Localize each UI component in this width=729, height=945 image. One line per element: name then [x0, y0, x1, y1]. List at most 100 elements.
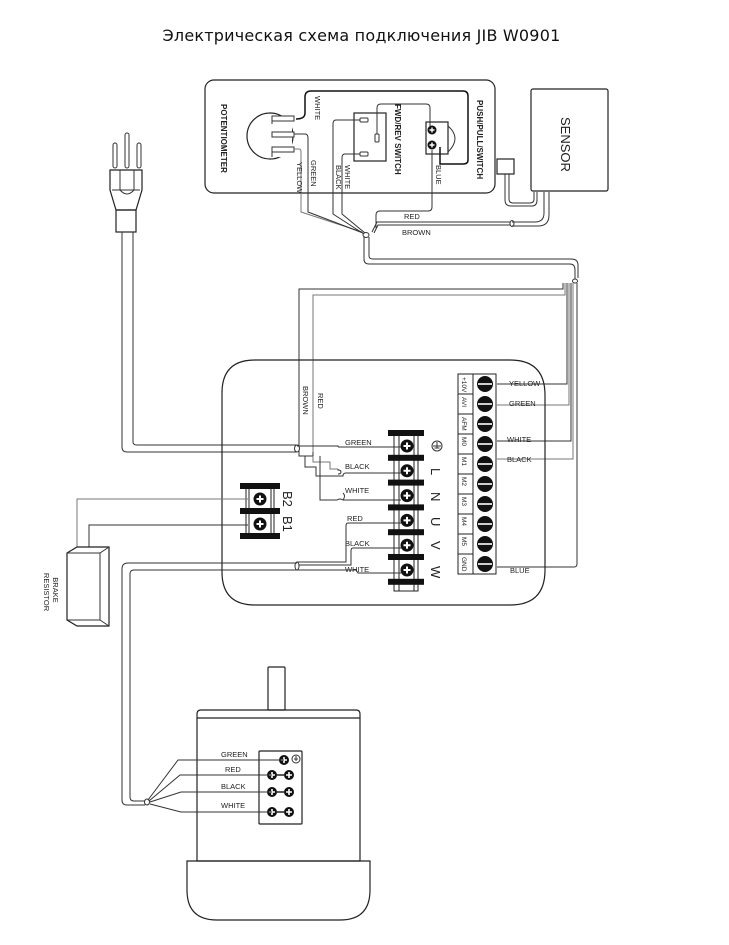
control-terminal-screw-icon [477, 456, 493, 472]
control-terminal-m2: M2 [458, 473, 493, 492]
wire-label-white-pot: WHITE [313, 96, 322, 120]
main-terminal-w-screw-icon [400, 563, 414, 577]
control-terminal-screw-icon [477, 476, 493, 492]
control-wire-label-white: WHITE [507, 435, 531, 444]
control-terminal-label: AVI [460, 397, 467, 407]
terminal-separator-bar [388, 554, 424, 560]
potentiometer: POTENTIOMETER [219, 104, 295, 173]
terminal-symbol-w: W [428, 566, 443, 579]
terminal-separator-bar [388, 578, 424, 585]
terminal-separator-bar [388, 454, 424, 461]
brake-resistor-label-1: BRAKE [51, 577, 60, 602]
control-terminal-label: M5 [460, 537, 467, 546]
control-panel: POTENTIOMETER WHITE YELLOW GREEN FWD/REV… [204, 79, 496, 228]
brake-terminal-b2-screw-icon [253, 492, 267, 506]
terminal-separator-bar [388, 504, 424, 511]
control-terminal-screw-icon [477, 396, 493, 412]
motor-wire-label-green: GREEN [221, 750, 248, 759]
control-terminal-label: AFM [460, 417, 467, 431]
fwd-rev-switch-body [353, 112, 387, 162]
control-terminal-m4: M4 [458, 513, 493, 532]
control-wire-label-black: BLACK [507, 455, 532, 464]
control-terminal-screw-icon [477, 516, 493, 532]
wire-white-loop [295, 90, 469, 165]
motor-wire-label-black: BLACK [221, 782, 246, 791]
brake-terminal-block [240, 483, 280, 539]
main-terminal-n-screw-icon [400, 489, 414, 503]
control-terminal-afm: AFM [458, 413, 493, 432]
brake-terminal-b1-screw-icon [253, 517, 267, 531]
control-terminal-screw-icon [477, 416, 493, 432]
terminal-wire-label-green: GREEN [345, 438, 372, 447]
control-terminal-label: M0 [460, 437, 467, 446]
potentiometer-label: POTENTIOMETER [219, 104, 228, 173]
control-terminal-screw-icon [477, 496, 493, 512]
terminal-wire-label-n: WHITE [345, 486, 369, 495]
terminal-symbol-v: V [428, 541, 443, 550]
wire-label-blue: BLUE [434, 165, 443, 185]
motor-body [196, 709, 361, 862]
diagram-title: Электрическая схема подключения JIB W090… [0, 26, 729, 45]
control-terminal-label: +10V [460, 377, 467, 393]
motor [186, 666, 371, 921]
push-pull-switch: PUSH/PULL/SWITCH [425, 100, 484, 179]
main-terminal-block [388, 430, 424, 592]
control-terminal-label: M2 [460, 477, 467, 486]
control-terminal-label: M4 [460, 517, 467, 526]
control-terminal-gnd: GND [458, 553, 493, 572]
control-terminal-avi: AVI [458, 393, 493, 412]
wire-label-yellow: YELLOW [295, 162, 304, 194]
terminal-wire-label-w: WHITE [345, 565, 369, 574]
terminal-symbol-n: N [428, 492, 443, 501]
terminal-symbol-u: U [428, 517, 443, 526]
fwd-rev-switch: FWD/REV SWITCH [353, 104, 402, 175]
wire-black-m1 [497, 283, 574, 460]
brake-terminal-label-b1: B1 [280, 516, 295, 532]
wire-green-avi [497, 283, 570, 406]
push-pull-switch-label: PUSH/PULL/SWITCH [475, 100, 484, 179]
control-terminal-label: GND [460, 557, 467, 572]
terminal-wire-label-v: BLACK [345, 539, 370, 548]
motor-terminal-screw-icon [284, 770, 294, 780]
brake-terminal-label-b2: B2 [280, 491, 295, 507]
wire-label-black: BLACK [334, 165, 343, 190]
control-terminal-10v: +10V [460, 376, 493, 393]
terminal-symbol-l: L [428, 468, 443, 475]
motor-terminal-box [258, 750, 303, 825]
terminal-wire-label-l: BLACK [345, 462, 370, 471]
main-terminal-ground-screw-icon [400, 439, 414, 453]
control-terminal-m5: M5 [458, 533, 493, 552]
sensor-label: SENSOR [558, 117, 573, 172]
wire-white-m0 [497, 283, 572, 442]
control-terminal-m0: M0 [458, 433, 493, 452]
terminal-separator-bar [388, 479, 424, 486]
sensor-body [530, 88, 609, 192]
motor-terminal-screw-icon [284, 807, 294, 817]
cable-label-red: RED [404, 212, 420, 221]
motor-wire-label-white: WHITE [221, 801, 245, 810]
main-terminal-v-screw-icon [400, 538, 414, 552]
wire-label-green: GREEN [309, 160, 318, 187]
brake-resistor: BRAKE RESISTOR [42, 546, 110, 627]
wire-label-white-switch: WHITE [343, 165, 352, 189]
control-terminal-screw-icon [477, 436, 493, 452]
push-pull-switch-body [425, 121, 449, 155]
motor-terminal-screw-icon [284, 787, 294, 797]
control-wire-label-yellow: YELLOW [509, 379, 541, 388]
drive-enclosure [221, 359, 546, 606]
main-terminal-l-screw-icon [400, 464, 414, 478]
wire-blue-gnd [497, 283, 578, 568]
power-label-red: RED [316, 393, 325, 409]
motor-ground-symbol-icon [291, 754, 301, 764]
motor-wire-label-red: RED [225, 765, 241, 774]
terminal-separator-bar [388, 430, 424, 436]
control-terminal-label: M1 [460, 457, 467, 466]
control-panel-enclosure [204, 79, 496, 194]
terminal-separator-bar [388, 529, 424, 536]
control-wire-label-green: GREEN [509, 399, 536, 408]
control-terminal-screw-icon [477, 556, 493, 572]
fwd-rev-switch-label: FWD/REV SWITCH [393, 104, 402, 175]
sensor-connector [496, 158, 515, 175]
control-terminal-m3: M3 [458, 493, 493, 512]
